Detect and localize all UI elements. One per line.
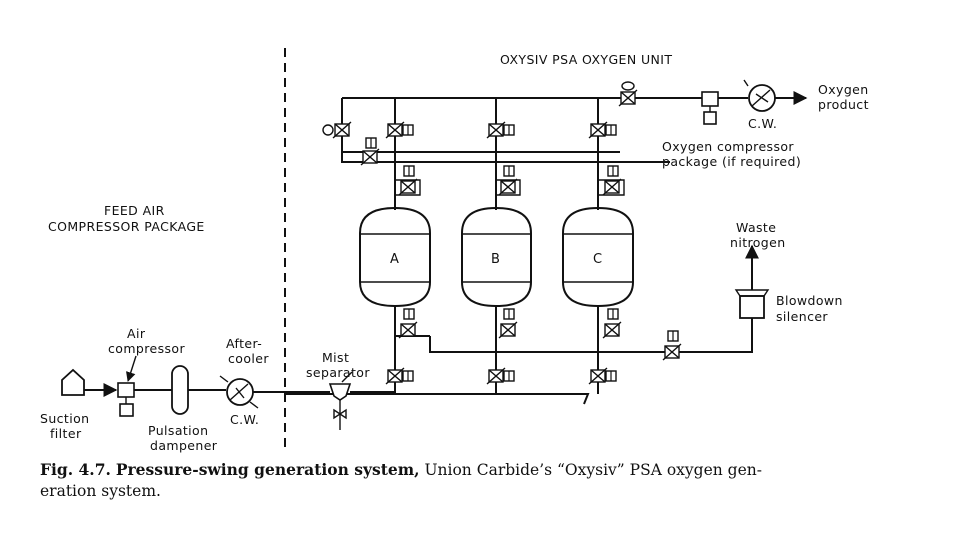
- tank-c-label: C: [593, 252, 602, 267]
- blowdown-valve-a: [398, 308, 418, 339]
- caption-text: Union Carbide’s “Oxysiv” PSA oxygen gen-: [424, 461, 762, 479]
- tank-b-label: B: [491, 252, 500, 267]
- top-cross-valve: [360, 137, 380, 166]
- caption-title: Pressure-swing generation system,: [115, 460, 420, 479]
- top-left-valve: [322, 121, 352, 139]
- air-compressor-label-2: compressor: [108, 341, 185, 356]
- waste-header: [429, 318, 753, 353]
- caption-text-2: eration system.: [40, 482, 161, 500]
- suction-filter: [61, 368, 85, 396]
- cw-bottom-label: C.W.: [230, 412, 259, 427]
- oxygen-compressor-label-1: Oxygen compressor: [662, 139, 794, 154]
- blowdown-valve-b: [498, 308, 518, 339]
- waste-nitrogen-label-2: nitrogen: [730, 235, 786, 250]
- air-compressor: [117, 382, 135, 398]
- waste-nitrogen-label-1: Waste: [736, 220, 776, 235]
- mist-separator: [328, 383, 352, 430]
- cw-top-label: C.W.: [748, 116, 777, 131]
- feed-valve-a: [385, 367, 414, 385]
- top-valve-a: [385, 121, 414, 139]
- caption-fig-number: Fig. 4.7.: [40, 460, 111, 479]
- oxygen-product-label-2: product: [818, 97, 869, 112]
- blowdown-silencer: [734, 289, 770, 319]
- oxygen-compressor-label-2: package (if required): [662, 154, 801, 169]
- suction-filter-label-2: filter: [50, 426, 82, 441]
- tank-a-label: A: [390, 252, 399, 267]
- product-control-valve: [618, 81, 638, 107]
- oxygen-product-label-1: Oxygen: [818, 82, 869, 97]
- top-valve-b: [486, 121, 515, 139]
- figure-caption: Fig. 4.7. Pressure-swing generation syst…: [40, 459, 920, 502]
- top-valve-c: [588, 121, 617, 139]
- feed-valve-b: [486, 367, 515, 385]
- air-compressor-label-1: Air: [127, 326, 146, 341]
- mist-separator-label-2: separator: [306, 365, 370, 380]
- pulsation-dampener-label-1: Pulsation: [148, 423, 208, 438]
- oxysiv-unit-title: OXYSIV PSA OXYGEN UNIT: [500, 52, 672, 67]
- blowdown-silencer-label-2: silencer: [776, 309, 828, 324]
- tank-b: [461, 206, 532, 308]
- pulsation-dampener-label-2: dampener: [150, 438, 218, 453]
- tank-c: [562, 206, 634, 308]
- oxygen-compressor: [701, 91, 719, 107]
- aftercooler-label-2: cooler: [228, 351, 269, 366]
- feed-air-title-1: FEED AIR: [104, 203, 165, 218]
- aftercooler-label-1: After-: [226, 336, 262, 351]
- tank-a: [359, 206, 431, 308]
- blowdown-valve-c: [602, 308, 622, 339]
- feed-valve-c: [588, 367, 617, 385]
- pulsation-dampener: [171, 365, 189, 415]
- waste-valve: [662, 330, 682, 361]
- suction-filter-label-1: Suction: [40, 411, 89, 426]
- feed-header: [285, 393, 590, 405]
- feed-air-title-2: COMPRESSOR PACKAGE: [48, 219, 205, 234]
- mist-separator-label-1: Mist: [322, 350, 349, 365]
- blowdown-silencer-label-1: Blowdown: [776, 293, 843, 308]
